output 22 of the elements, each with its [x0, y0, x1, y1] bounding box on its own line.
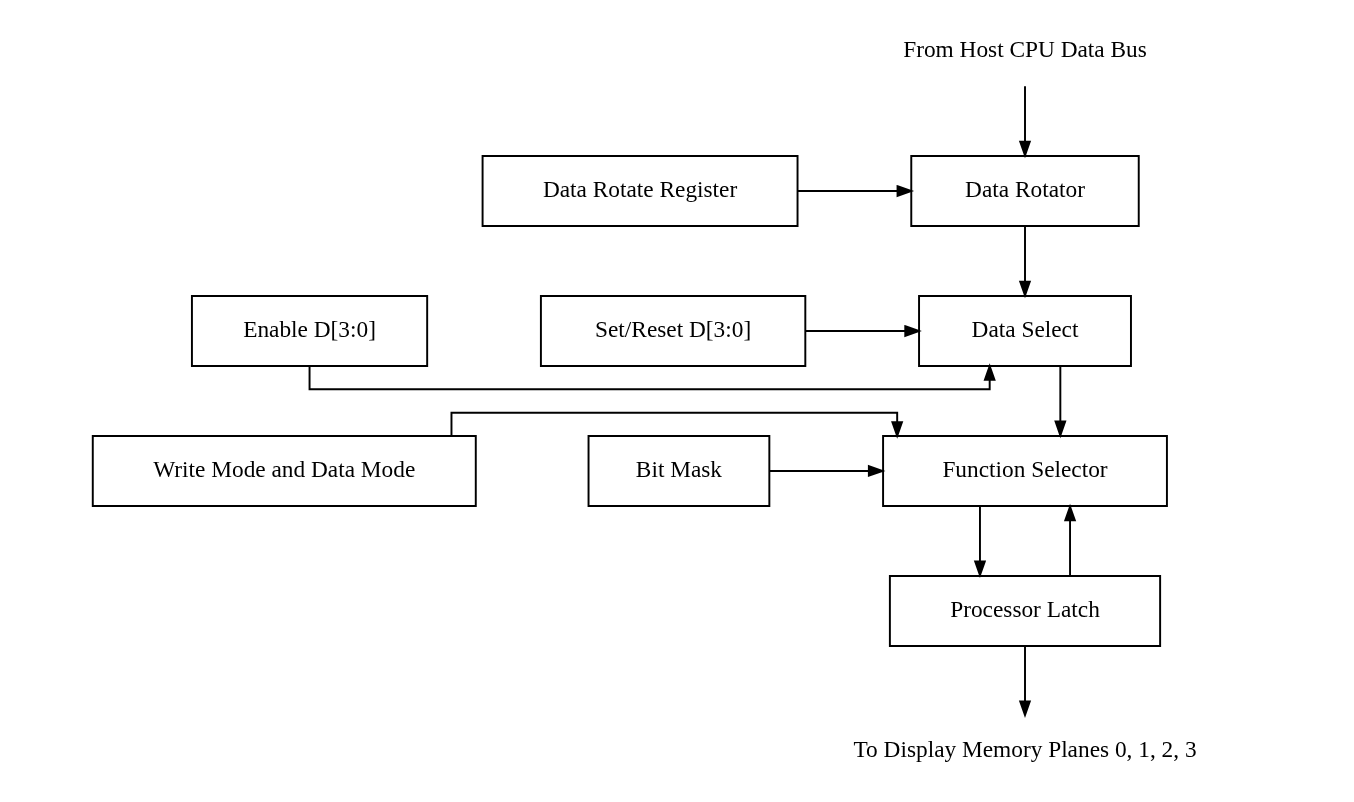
node-box: Data Rotator — [910, 155, 1140, 227]
arrow — [1018, 85, 1032, 159]
node-text: From Host CPU Data Bus — [903, 36, 1147, 63]
arrow — [1018, 225, 1032, 299]
arrow — [796, 184, 915, 198]
arrow — [768, 464, 886, 478]
arrow — [1063, 503, 1077, 577]
node-box: Data Rotate Register — [481, 155, 799, 227]
node-box: Bit Mask — [587, 435, 771, 507]
node-box: Write Mode and Data Mode — [91, 435, 477, 507]
arrow — [804, 324, 922, 338]
node-box: Set/Reset D[3:0] — [539, 295, 807, 367]
arrow — [1054, 365, 1067, 439]
arrow — [308, 363, 996, 391]
node-box: Enable D[3:0] — [190, 295, 429, 367]
arrow — [450, 411, 904, 439]
node-box: Data Select — [918, 295, 1132, 367]
arrow — [1018, 645, 1032, 719]
arrow — [973, 505, 987, 579]
node-box: Processor Latch — [888, 575, 1162, 647]
node-text: To Display Memory Planes 0, 1, 2, 3 — [853, 735, 1197, 762]
node-box: Function Selector — [882, 435, 1168, 507]
